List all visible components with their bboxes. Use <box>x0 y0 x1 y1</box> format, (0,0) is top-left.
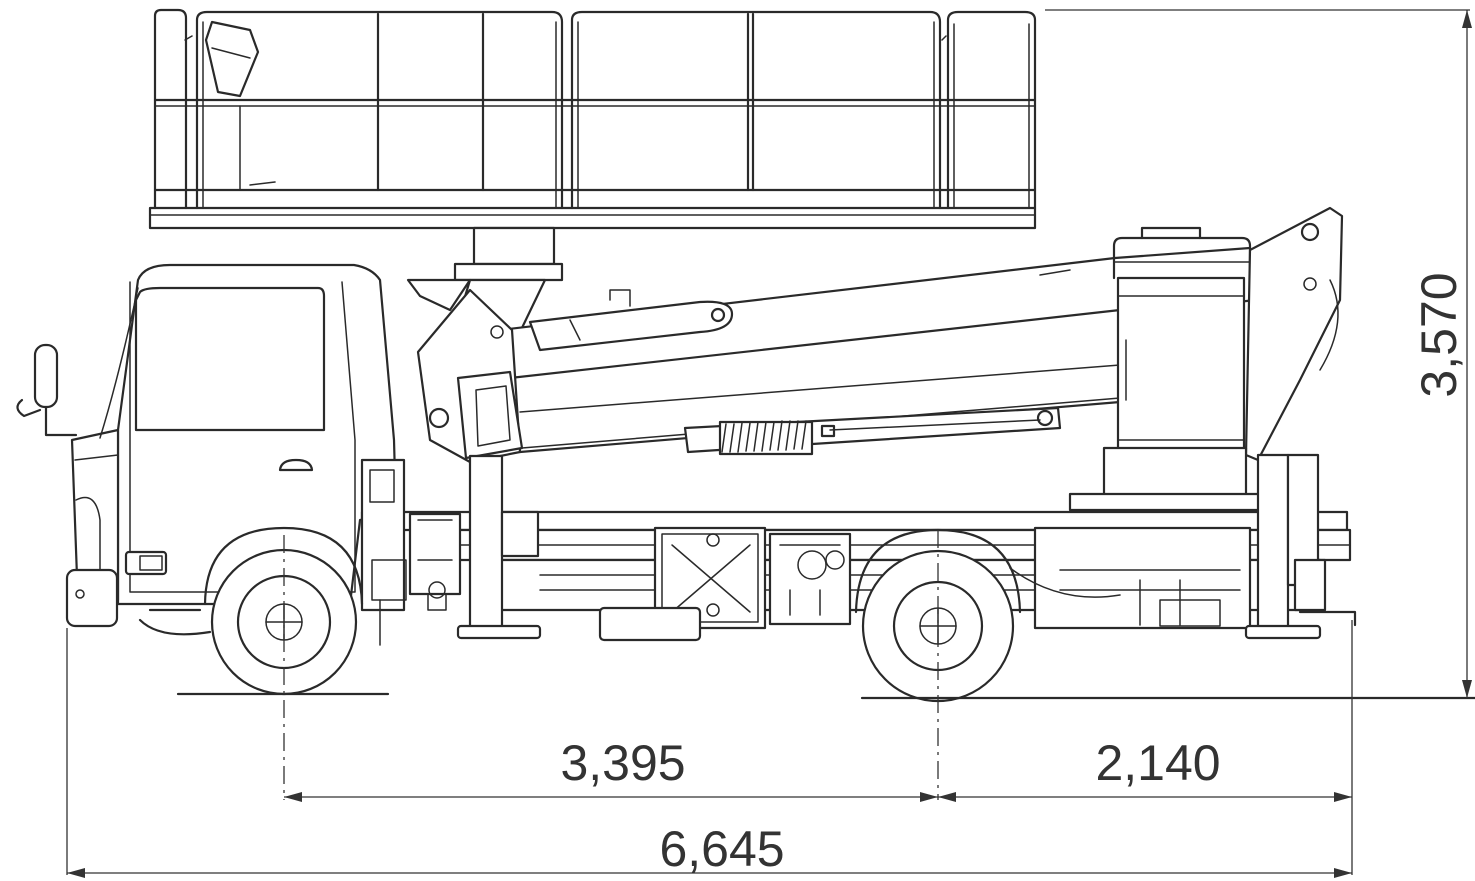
outriggers <box>456 453 1357 640</box>
front-outrigger <box>468 454 504 630</box>
boom-arm-bracket <box>1244 206 1344 462</box>
overall-height-label: 3,570 <box>1411 272 1467 397</box>
door-handle <box>278 458 314 472</box>
support-flange <box>453 262 564 282</box>
turret <box>1068 206 1344 512</box>
platform-floor <box>148 206 1037 230</box>
platform-rail-section-1 <box>195 10 564 210</box>
cylinder-spring <box>718 420 814 456</box>
side-mirror <box>33 343 59 409</box>
control-box <box>204 20 260 98</box>
platform-support <box>406 226 564 342</box>
cab <box>16 263 398 628</box>
turret-base <box>1068 492 1262 512</box>
platform-left-section <box>153 8 188 210</box>
upper-arm <box>528 300 734 352</box>
overall-length-label: 6,645 <box>659 821 784 877</box>
side-indicator <box>124 550 168 576</box>
rear-outrigger <box>1256 453 1290 629</box>
rear-overhang-label: 2,140 <box>1095 735 1220 791</box>
platform-rail-section-2 <box>570 10 942 210</box>
wheelbase-label: 3,395 <box>560 735 685 791</box>
work-platform <box>148 8 1037 230</box>
turret-rail <box>1112 236 1252 280</box>
fuel-tank <box>598 606 702 642</box>
dimension-lines: 3,395 2,140 6,645 3,570 <box>66 9 1472 878</box>
cab-rear-machinery <box>360 458 406 612</box>
support-column <box>472 226 556 266</box>
cab-window <box>134 286 326 432</box>
rear-outrigger-pad <box>1244 624 1322 640</box>
front-outrigger-pad <box>456 624 542 640</box>
platform-rail-section-3 <box>946 10 1037 210</box>
front-bumper <box>65 568 119 628</box>
